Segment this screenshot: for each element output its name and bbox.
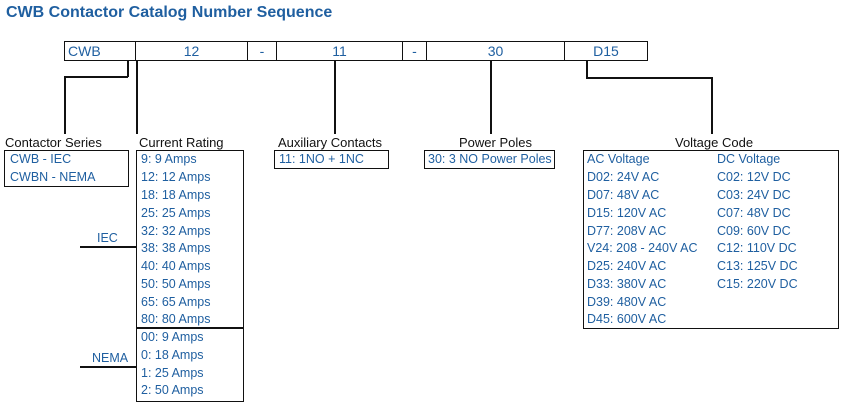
iec-nema-divider bbox=[137, 327, 243, 329]
seq-poles: 30 bbox=[426, 41, 565, 61]
list-item: 1: 25 Amps bbox=[141, 366, 204, 380]
list-item: 0: 18 Amps bbox=[141, 348, 204, 362]
list-item: 50: 50 Amps bbox=[141, 277, 211, 291]
seq-series-text: CWB bbox=[68, 43, 101, 59]
power-poles-label: Power Poles bbox=[459, 135, 532, 150]
seq-aux-text: 11 bbox=[332, 43, 347, 59]
list-item: C12: 110V DC bbox=[717, 241, 797, 255]
connector-aux bbox=[334, 61, 336, 134]
iec-side-label: IEC bbox=[97, 231, 118, 245]
seq-dash-1: - bbox=[247, 41, 277, 61]
connector-poles bbox=[490, 61, 492, 134]
list-item: 32: 32 Amps bbox=[141, 224, 211, 238]
list-item: C02: 12V DC bbox=[717, 170, 791, 184]
iec-pointer-line bbox=[80, 246, 137, 248]
list-item: C09: 60V DC bbox=[717, 224, 791, 238]
connector-series-v1 bbox=[127, 61, 129, 77]
list-item: D45: 600V AC bbox=[587, 312, 667, 326]
list-item: 80: 80 Amps bbox=[141, 312, 211, 326]
list-item: C07: 48V DC bbox=[717, 206, 791, 220]
auxiliary-contacts-box: 11: 1NO + 1NC bbox=[274, 150, 389, 169]
nema-pointer-line bbox=[80, 366, 137, 368]
connector-current bbox=[136, 61, 138, 134]
page-title: CWB Contactor Catalog Number Sequence bbox=[6, 4, 333, 21]
seq-dash-2: - bbox=[402, 41, 427, 61]
list-item: 18: 18 Amps bbox=[141, 188, 211, 202]
list-item: D33: 380V AC bbox=[587, 277, 667, 291]
nema-side-label: NEMA bbox=[92, 351, 129, 365]
contactor-series-box: CWB - IEC CWBN - NEMA bbox=[4, 150, 129, 187]
list-item: D07: 48V AC bbox=[587, 188, 660, 202]
list-item: 40: 40 Amps bbox=[141, 259, 211, 273]
list-item: CWBN - NEMA bbox=[10, 170, 96, 184]
list-item: CWB - IEC bbox=[10, 152, 72, 166]
seq-voltage-text: D15 bbox=[593, 43, 619, 59]
list-item: 11: 1NO + 1NC bbox=[279, 152, 364, 166]
list-item: D15: 120V AC bbox=[587, 206, 667, 220]
contactor-series-label: Contactor Series bbox=[5, 135, 102, 150]
list-item: D77: 208V AC bbox=[587, 224, 667, 238]
seq-dash-2-text: - bbox=[412, 43, 417, 59]
list-item: 2: 50 Amps bbox=[141, 383, 204, 397]
current-rating-label: Current Rating bbox=[139, 135, 224, 150]
seq-poles-text: 30 bbox=[487, 43, 504, 59]
connector-series-h bbox=[64, 76, 128, 78]
power-poles-box: 30: 3 NO Power Poles bbox=[424, 150, 555, 169]
seq-current: 12 bbox=[135, 41, 248, 61]
list-item: 12: 12 Amps bbox=[141, 170, 211, 184]
list-item: V24: 208 - 240V AC bbox=[587, 241, 698, 255]
list-item: C13: 125V DC bbox=[717, 259, 798, 273]
seq-aux: 11 bbox=[276, 41, 403, 61]
list-item: D02: 24V AC bbox=[587, 170, 660, 184]
list-item: D25: 240V AC bbox=[587, 259, 667, 273]
voltage-code-box: AC Voltage D02: 24V AC D07: 48V AC D15: … bbox=[583, 150, 839, 329]
list-item: 30: 3 NO Power Poles bbox=[428, 152, 552, 166]
connector-voltage-v2 bbox=[711, 77, 713, 134]
list-item: 38: 38 Amps bbox=[141, 241, 211, 255]
ac-voltage-header: AC Voltage bbox=[587, 152, 650, 166]
current-rating-box: 9: 9 Amps 12: 12 Amps 18: 18 Amps 25: 25… bbox=[136, 150, 244, 402]
list-item: 9: 9 Amps bbox=[141, 152, 197, 166]
auxiliary-contacts-label: Auxiliary Contacts bbox=[278, 135, 383, 150]
seq-current-text: 12 bbox=[183, 43, 200, 59]
list-item: 00: 9 Amps bbox=[141, 330, 204, 344]
dc-voltage-header: DC Voltage bbox=[717, 152, 781, 166]
list-item: 65: 65 Amps bbox=[141, 295, 211, 309]
seq-dash-1-text: - bbox=[259, 43, 265, 59]
connector-voltage-v1 bbox=[586, 61, 588, 78]
list-item: C03: 24V DC bbox=[717, 188, 791, 202]
list-item: C15: 220V DC bbox=[717, 277, 798, 291]
voltage-code-label: Voltage Code bbox=[675, 135, 754, 150]
connector-voltage-h bbox=[586, 77, 712, 79]
seq-voltage: D15 bbox=[564, 41, 648, 61]
list-item: D39: 480V AC bbox=[587, 295, 667, 309]
list-item: 25: 25 Amps bbox=[141, 206, 211, 220]
connector-series-v2 bbox=[64, 76, 66, 134]
seq-series: CWB bbox=[64, 41, 136, 61]
